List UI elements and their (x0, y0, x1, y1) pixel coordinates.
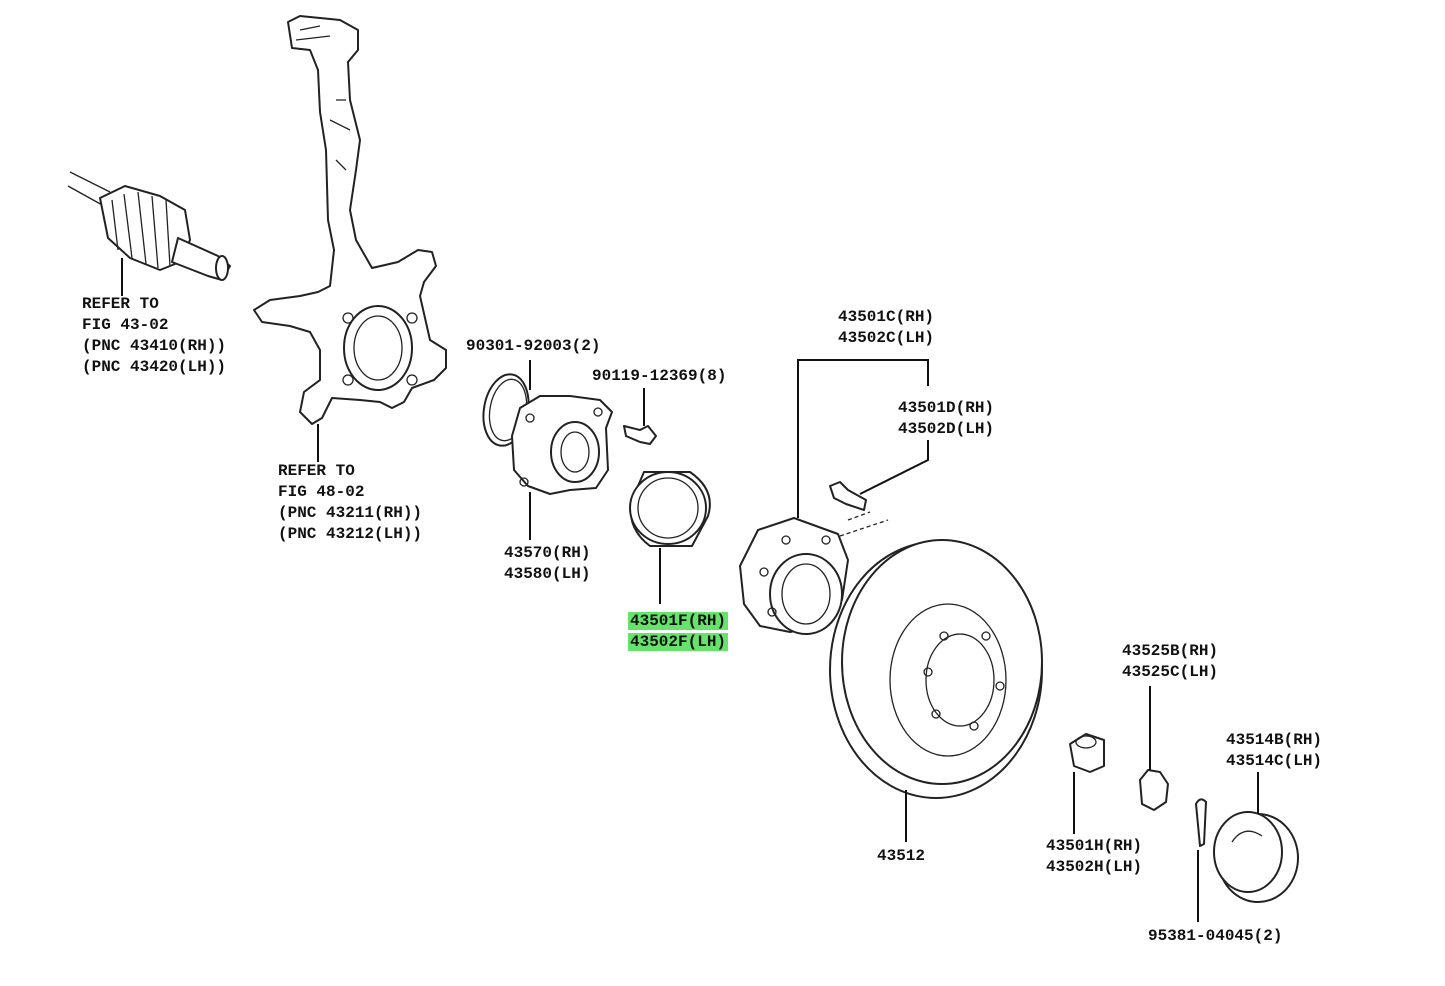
rh-number: 43501D(RH) (898, 399, 995, 417)
bearing-housing-part (511, 395, 613, 540)
knuckle-reference-label: REFER TO FIG 48-02 (PNC 43211(RH)) (PNC … (278, 461, 422, 545)
lock-cap-part (1139, 686, 1169, 811)
cotter-pin-part (1195, 798, 1207, 922)
grease-cap-part (1213, 772, 1299, 903)
rotor-part-number: 43512 (877, 847, 926, 865)
rh-number-highlighted: 43501F(RH) (628, 612, 729, 630)
lh-number: 43514C(LH) (1226, 752, 1323, 770)
rh-number: 43570(RH) (504, 544, 591, 562)
brake-rotor-part (829, 539, 1043, 842)
rh-number: 43501C(RH) (838, 308, 935, 326)
ref-line-2: FIG 48-02 (278, 483, 365, 501)
lh-number: 43525C(LH) (1122, 663, 1219, 681)
ref-line-4: (PNC 43420(LH)) (82, 358, 227, 376)
rh-number: 43514B(RH) (1226, 731, 1323, 749)
hub-bolt-part (829, 440, 929, 537)
ref-line-1: REFER TO (82, 295, 159, 313)
rh-number: 43525B(RH) (1122, 642, 1219, 660)
ref-line-3: (PNC 43410(RH)) (82, 337, 227, 355)
wheel-bearing-part (629, 471, 711, 604)
small-bolt-part (623, 388, 657, 445)
hub-part (739, 359, 929, 635)
bearing-housing-part-number: 43570(RH) 43580(LH) (504, 543, 590, 585)
steering-knuckle-part (253, 15, 447, 462)
lh-number-highlighted: 43502F(LH) (628, 633, 729, 651)
lh-number: 43580(LH) (504, 565, 591, 583)
hub-part-number: 43501C(RH) 43502C(LH) (838, 307, 934, 349)
nut-part-number: 43501H(RH) 43502H(LH) (1046, 836, 1142, 878)
o-ring-part-number: 90301-92003(2) (466, 337, 601, 355)
cotter-pin-part-number: 95381-04045(2) (1148, 927, 1283, 945)
grease-cap-part-number: 43514B(RH) 43514C(LH) (1226, 730, 1322, 772)
ref-line-3: (PNC 43211(RH)) (278, 504, 423, 522)
rh-number: 43501H(RH) (1046, 837, 1143, 855)
hub-bolt-part-number: 43501D(RH) 43502D(LH) (898, 398, 994, 440)
ref-line-2: FIG 43-02 (82, 316, 169, 334)
cv-shaft-reference-label: REFER TO FIG 43-02 (PNC 43410(RH)) (PNC … (82, 294, 226, 378)
lh-number: 43502H(LH) (1046, 858, 1143, 876)
small-bolt-part-number: 90119-12369(8) (592, 367, 727, 385)
hub-nut-part (1069, 733, 1105, 834)
wheel-bearing-part-number: 43501F(RH) 43502F(LH) (628, 611, 729, 653)
lh-number: 43502D(LH) (898, 420, 995, 438)
lock-cap-part-number: 43525B(RH) 43525C(LH) (1122, 641, 1218, 683)
ref-line-4: (PNC 43212(LH)) (278, 525, 423, 543)
cv-drive-shaft-part (67, 171, 231, 296)
ref-line-1: REFER TO (278, 462, 355, 480)
lh-number: 43502C(LH) (838, 329, 935, 347)
